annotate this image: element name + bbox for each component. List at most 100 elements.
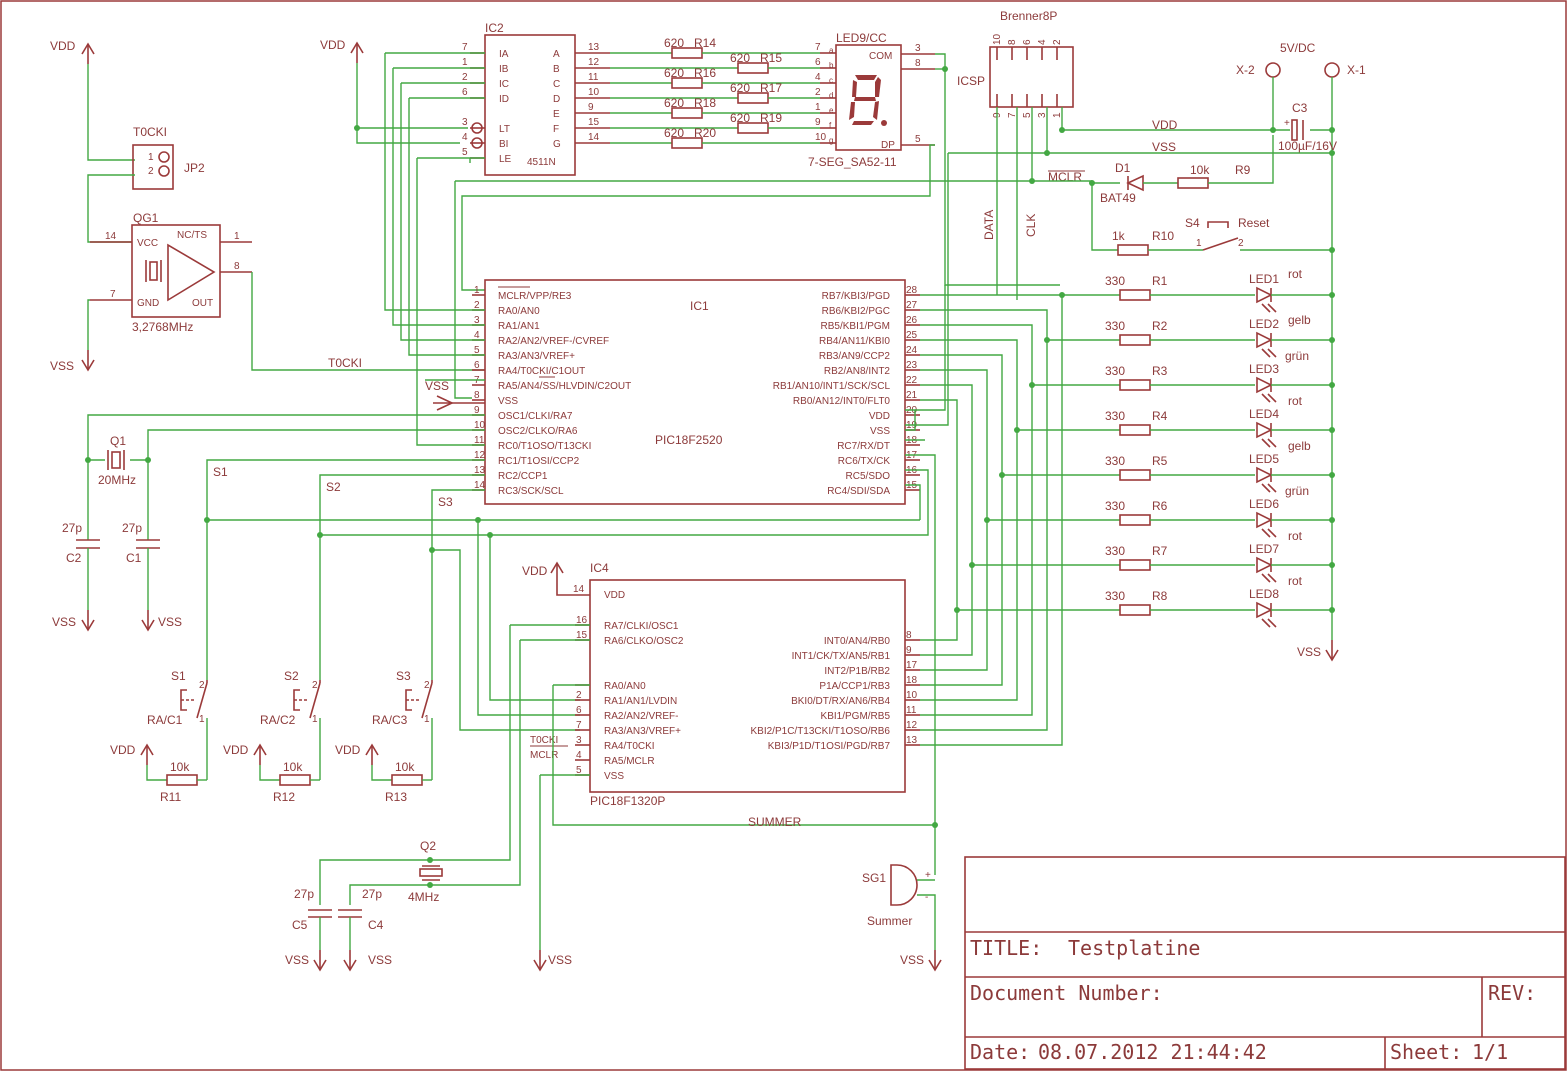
ic1-pin-label: RC3/SCK/SCL [498,486,564,497]
resistor-name: R8 [1152,589,1168,603]
title-label: TITLE: [970,936,1042,960]
ic2-pin-number: 3 [462,117,468,128]
ic1-pin-number: 14 [474,480,486,491]
vdd-label: VDD [522,564,548,578]
ic1-pin-label: RB1/AN10/INT1/SCK/SCL [773,381,891,392]
resistor [1119,379,1151,391]
led9-pin-number: 7 [815,42,821,53]
ic1-right-wiring [905,153,949,875]
switch-label: RA/C3 [372,713,408,727]
mclr-net-label: MCLR [1048,170,1082,184]
r9-name: R9 [1235,163,1251,177]
resistor [1119,559,1151,571]
ic1-pin-label: RA1/AN1 [498,321,540,332]
ic1-pin-label: RA0/AN0 [498,306,540,317]
ic4-name: IC4 [590,561,609,575]
ic1-pin-label: OSC2/CLKO/RA6 [498,426,578,437]
s4-pin1: 1 [1196,238,1202,249]
resistor-value: 10k [283,760,303,774]
ic1-pin-label: RB4/AN11/KBI0 [819,336,890,347]
led9-seg-label: b [829,61,834,70]
led9-seg-label: e [829,106,834,115]
q2-name: Q2 [420,839,436,853]
ic4-pin-label: VSS [604,771,624,782]
ic4-pin-label: RA1/AN1/LVDIN [604,696,677,707]
led9-pin-number: 8 [915,58,921,69]
switch-pin: 1 [199,714,205,725]
resistor-name: R14 [694,36,716,50]
ic4-pin-number: 15 [576,630,588,641]
qg1-vcc: VCC [137,238,158,249]
d1-name: D1 [1115,161,1131,175]
vss-label: VSS [425,379,449,393]
qg1-pin8: 8 [234,261,240,272]
ic4-pin-number: 9 [906,645,912,656]
ic2-pin-label: BI [499,139,508,150]
ic4-pin-number: 10 [906,690,918,701]
sheet-label: Sheet: [1390,1040,1462,1064]
ic2-pin-number: 10 [588,87,600,98]
ic2-pin-number: 15 [588,117,600,128]
switch-contact-icon [309,682,321,719]
resistor-value: 10k [170,760,190,774]
resistor [391,774,423,786]
ic4-t0cki-label: T0CKI [530,735,558,746]
s2-net-label: S2 [326,480,341,494]
ic4-pin-label: RA6/CLKO/OSC2 [604,636,684,647]
resistor-name: R12 [273,790,295,804]
led-diode-icon [1256,376,1273,394]
resistor [1119,334,1151,346]
resistor-value: 10k [395,760,415,774]
ic2-pin-label: LT [499,124,510,135]
t0cki-net-label: T0CKI [328,356,362,370]
ic4-pin-number: 8 [906,630,912,641]
resistor-name: R19 [760,111,782,125]
icsp-clk-label: CLK [1024,214,1038,237]
resistor-value: 620 [664,66,684,80]
ic1-pin-number: 6 [474,360,480,371]
c3-name: C3 [1292,101,1308,115]
ic4-pin-number: 6 [576,705,582,716]
ic1-pin-number: 5 [474,345,480,356]
ic4-pin-label: RA0/AN0 [604,681,646,692]
led-name: LED4 [1249,407,1279,421]
ic1-pin-label: RA3/AN3/VREF+ [498,351,575,362]
led9-name: LED9/CC [836,31,887,45]
led9-seg-label: g [829,136,833,145]
ic4-pin-label: INT1/CK/TX/AN5/RB1 [792,651,891,662]
led9-pin-number: 2 [815,87,821,98]
ic4-pin-number: 11 [906,705,917,716]
s4-label: Reset [1238,216,1270,230]
resistor-value: 330 [1105,409,1125,423]
qg1-frequency: 3,2768MHz [132,320,193,334]
ic4-part: PIC18F1320P [590,794,665,808]
resistor-value: 330 [1105,319,1125,333]
ic1-pin-label: RB7/KBI3/PGD [822,291,890,302]
led-diode-icon [1256,466,1273,484]
led9-pin-number: 9 [815,117,821,128]
ic1-pin-number: 25 [906,330,918,341]
seven-segment-glyph [849,75,887,126]
ic1-pin-number: 27 [906,300,918,311]
ic2-pin-number: 4 [462,132,468,143]
ic2-pin-label: E [553,109,560,120]
c2-name: C2 [66,551,82,565]
summer-plus: + [925,870,931,881]
led9-pin-number: 1 [815,102,821,113]
led-diode-icon [1256,511,1273,529]
switch-name: S1 [171,669,186,683]
led9-dp: DP [881,140,895,151]
ic2-pin-label: A [553,49,560,60]
ic1-pin-label: RA5/AN4/SS/HLVDIN/C2OUT [498,381,631,392]
ic4-mclr-label: MCLR [530,750,558,761]
ic4-vdd-pin-label: VDD [604,590,625,601]
resistor-value: 620 [664,126,684,140]
ic4-pin-number: 18 [906,675,918,686]
ic1-pin-label: RB3/AN9/CCP2 [819,351,891,362]
ic2-pin-number: 11 [588,72,599,83]
resistor-value: 620 [730,81,750,95]
resistor [1119,469,1151,481]
ic1-pin-label: RB5/KBI1/PGM [821,321,890,332]
c4-value: 27p [362,887,382,901]
